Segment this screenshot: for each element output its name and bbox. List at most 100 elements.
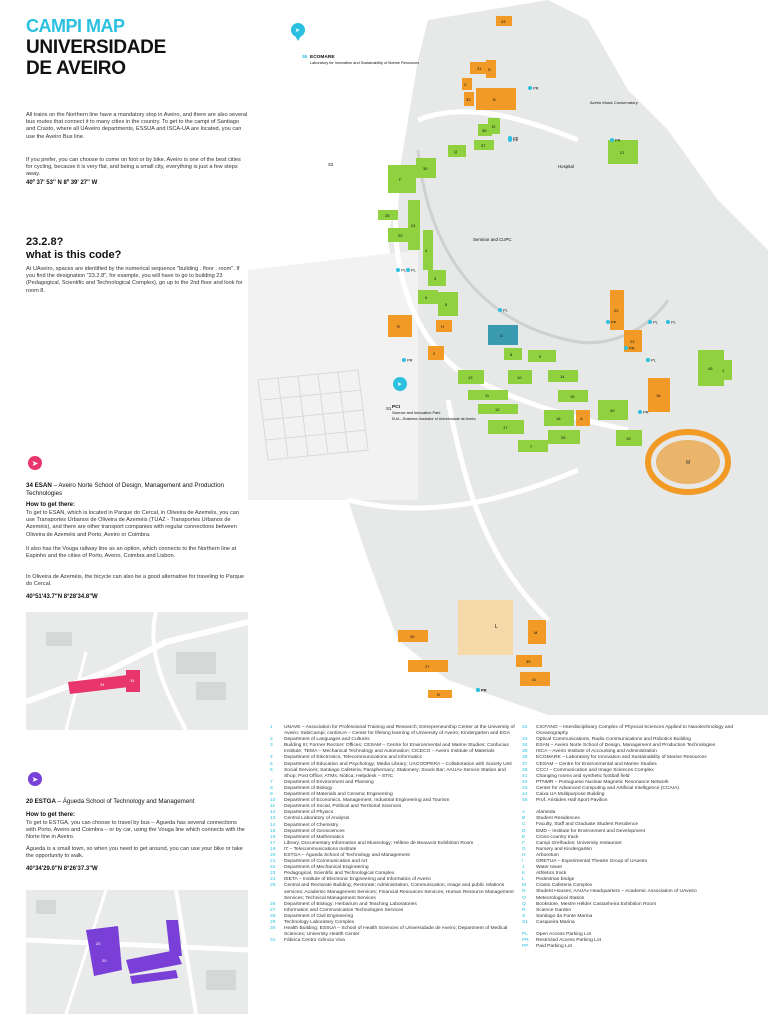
building[interactable] (438, 292, 458, 316)
building[interactable] (436, 320, 452, 332)
building[interactable] (558, 390, 588, 402)
building[interactable] (478, 404, 518, 414)
esan-paragraph-3: In Oliveira de Azeméis, the bicycle can … (26, 574, 244, 588)
building[interactable] (462, 78, 472, 90)
intro-paragraph-2: If you prefer, you can choose to come on… (26, 157, 241, 178)
building[interactable] (476, 88, 516, 110)
building[interactable] (616, 430, 642, 446)
building[interactable] (608, 140, 638, 164)
parking-icon (638, 410, 642, 414)
title-campi-map: CAMPI MAP (26, 16, 125, 36)
building[interactable] (388, 315, 412, 337)
building[interactable] (548, 370, 578, 382)
legend-key: 6 (270, 767, 273, 773)
building[interactable] (544, 410, 574, 426)
roads (347, 109, 629, 622)
ecomare-pin[interactable]: ➤ (291, 23, 305, 41)
building[interactable] (378, 210, 398, 220)
legend-text: Student Houses; AAUAv Headquarters – Aca… (536, 889, 697, 895)
legend-key: 27 (270, 907, 276, 913)
building[interactable] (388, 228, 414, 242)
legend-text: Prof. Aristides Hall Sport Pavilion (536, 798, 608, 804)
building[interactable] (718, 360, 732, 380)
building[interactable] (488, 325, 518, 345)
map-label: L (495, 624, 498, 630)
legend-key: 36 (522, 755, 528, 761)
building[interactable] (518, 440, 548, 452)
legend-key: PL (522, 932, 528, 937)
building[interactable] (520, 672, 550, 686)
building[interactable] (470, 62, 490, 74)
building[interactable] (416, 158, 436, 178)
legend-key: 30 (270, 926, 276, 932)
building[interactable] (388, 165, 416, 193)
building-label: 24 (411, 223, 416, 228)
building[interactable] (428, 690, 452, 698)
building[interactable] (428, 270, 446, 286)
building[interactable] (624, 330, 642, 352)
legend-key: E (522, 834, 526, 840)
building-label: 22 (614, 308, 619, 313)
intro-paragraph-1: All trains on the Northern line have a m… (26, 112, 248, 140)
building[interactable] (504, 348, 522, 360)
building[interactable] (474, 140, 494, 150)
parking-icon (666, 320, 670, 324)
building[interactable] (528, 620, 546, 644)
building[interactable] (478, 124, 492, 136)
building[interactable] (408, 200, 420, 250)
building[interactable] (648, 378, 670, 412)
music-label: Aveiro Music Conservatory (590, 100, 638, 105)
building[interactable] (576, 410, 590, 426)
building[interactable] (488, 420, 524, 434)
building[interactable] (516, 655, 542, 667)
legend-key: 43 (522, 785, 528, 791)
building[interactable] (598, 400, 628, 420)
building[interactable] (458, 370, 484, 384)
pci-pin[interactable]: ➤ (393, 377, 407, 391)
building[interactable] (448, 145, 466, 157)
map-label: M (686, 460, 690, 466)
legend-text: ISCA – Aveiro Institute of Accounting an… (536, 749, 657, 755)
building[interactable] (486, 60, 496, 78)
legend-text: Santiago da Fonte Marina (536, 913, 593, 919)
legend-text: Central and Rectorate Building; Rectorat… (284, 883, 514, 901)
building[interactable] (548, 430, 580, 444)
building[interactable] (610, 290, 624, 330)
building[interactable] (528, 350, 556, 362)
athletics-track[interactable] (645, 429, 731, 495)
legend-key: 4 (270, 755, 273, 761)
legend-key: Q (522, 901, 526, 907)
building[interactable] (428, 346, 444, 360)
building[interactable] (464, 92, 474, 106)
parking-icon (646, 358, 650, 362)
legend-key: 26 (270, 901, 276, 907)
legend-text: Meteorological Station (536, 895, 585, 901)
building-label: 27 (425, 664, 430, 669)
building[interactable] (423, 230, 433, 270)
building[interactable] (418, 290, 438, 304)
legend-key: 15 (270, 828, 276, 834)
legend-text: Department of Education and Psychology; … (284, 761, 512, 767)
building[interactable] (398, 630, 428, 642)
building[interactable] (508, 370, 532, 384)
building[interactable] (408, 660, 448, 672)
legend-key: R (522, 907, 526, 913)
legend-text: GRETUA – Experimental Theatre Group of U… (536, 858, 648, 864)
esan-paragraph-2: It also has the Vouga railway line as an… (26, 546, 237, 560)
ecomare-label: ECOMARE (310, 54, 335, 60)
building[interactable] (468, 390, 508, 400)
sandy-field (458, 600, 513, 655)
building[interactable] (496, 16, 512, 26)
hospital-label: Hospital (558, 164, 574, 169)
